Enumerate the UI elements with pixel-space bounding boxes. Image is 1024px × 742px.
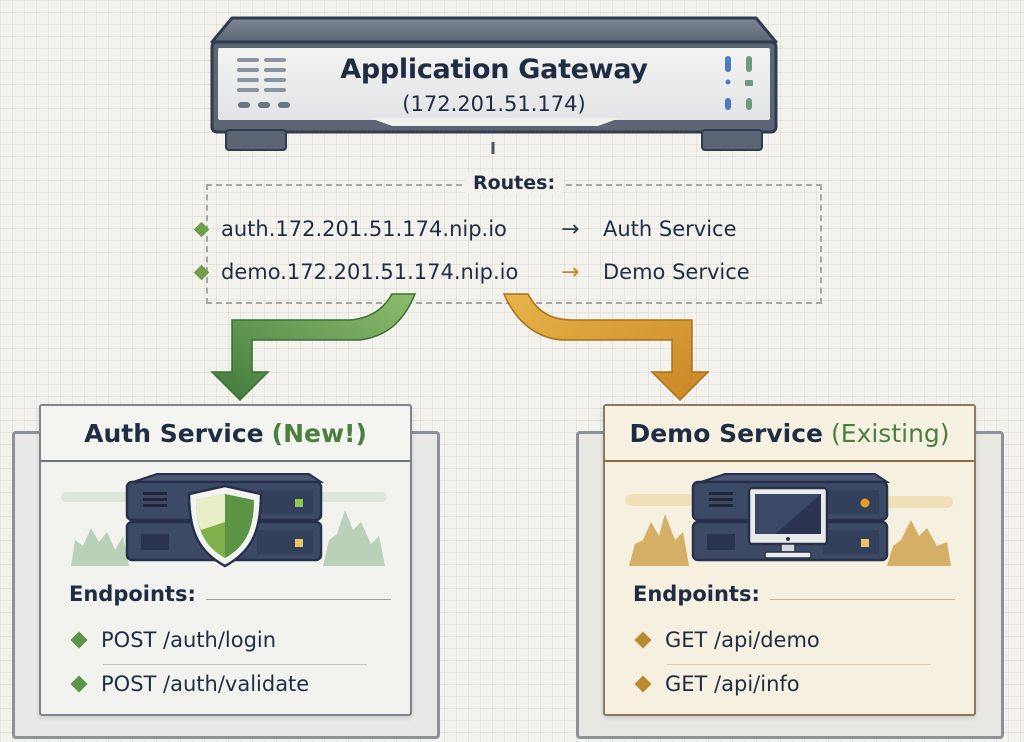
divider — [667, 664, 931, 665]
service-name: Demo Service — [629, 418, 824, 448]
gateway-ip: (172.201.51.174) — [402, 92, 586, 116]
diamond-bullet-icon — [634, 631, 652, 649]
divider — [770, 599, 955, 600]
gateway-appliance-icon — [210, 16, 778, 154]
demo-card-header: Demo Service (Existing) — [605, 406, 974, 462]
application-gateway: Application Gateway (172.201.51.174) — [210, 14, 778, 154]
forest-icon — [71, 510, 385, 566]
endpoint-label: POST /auth/validate — [101, 672, 310, 696]
gateway-title: Application Gateway — [340, 54, 648, 85]
route-auth: auth.172.201.51.174.nip.io → Auth Servic… — [193, 214, 737, 244]
demo-server-illustration — [625, 473, 953, 566]
endpoint-item: POST /auth/login — [70, 628, 277, 652]
routes-title: Routes: — [464, 172, 564, 194]
arrow-right-icon: → — [561, 259, 580, 285]
endpoint-item: POST /auth/validate — [70, 672, 310, 696]
diamond-bullet-icon — [193, 221, 210, 237]
route-target: Demo Service — [603, 260, 750, 284]
service-tag: (Existing) — [831, 418, 950, 448]
diamond-bullet-icon — [634, 675, 652, 693]
endpoint-label: POST /auth/login — [101, 628, 277, 652]
routes-box: Routes: auth.172.201.51.174.nip.io → Aut… — [193, 172, 822, 304]
auth-server-illustration — [61, 473, 387, 568]
auth-card-header: Auth Service (New!) — [41, 406, 410, 462]
divider — [103, 664, 367, 665]
mountains-icon — [629, 514, 951, 566]
route-demo: demo.172.201.51.174.nip.io → Demo Servic… — [193, 257, 750, 287]
endpoint-item: GET /api/info — [634, 672, 800, 696]
endpoint-label: GET /api/demo — [665, 628, 820, 652]
diamond-bullet-icon — [70, 675, 88, 693]
endpoint-label: GET /api/info — [665, 672, 800, 696]
route-host: auth.172.201.51.174.nip.io — [221, 217, 507, 241]
endpoints-title: Endpoints: — [69, 582, 196, 606]
endpoint-item: GET /api/demo — [634, 628, 820, 652]
flow-arrows — [210, 293, 710, 402]
arrow-right-icon: → — [561, 216, 580, 242]
orange-route-arrow-icon — [502, 293, 710, 402]
service-tag: (New!) — [271, 418, 367, 448]
endpoints-title: Endpoints: — [633, 582, 760, 606]
auth-service-card: Auth Service (New!) Endpoints: — [39, 404, 412, 716]
demo-service-card: Demo Service (Existing) En — [603, 404, 976, 716]
diamond-bullet-icon — [70, 631, 88, 649]
route-target: Auth Service — [603, 217, 737, 241]
monitor-icon — [747, 486, 829, 559]
shield-icon — [187, 484, 263, 568]
route-host: demo.172.201.51.174.nip.io — [221, 260, 519, 284]
divider — [206, 599, 391, 600]
diamond-bullet-icon — [193, 264, 210, 280]
green-route-arrow-icon — [210, 293, 417, 402]
service-name: Auth Service — [84, 418, 264, 448]
